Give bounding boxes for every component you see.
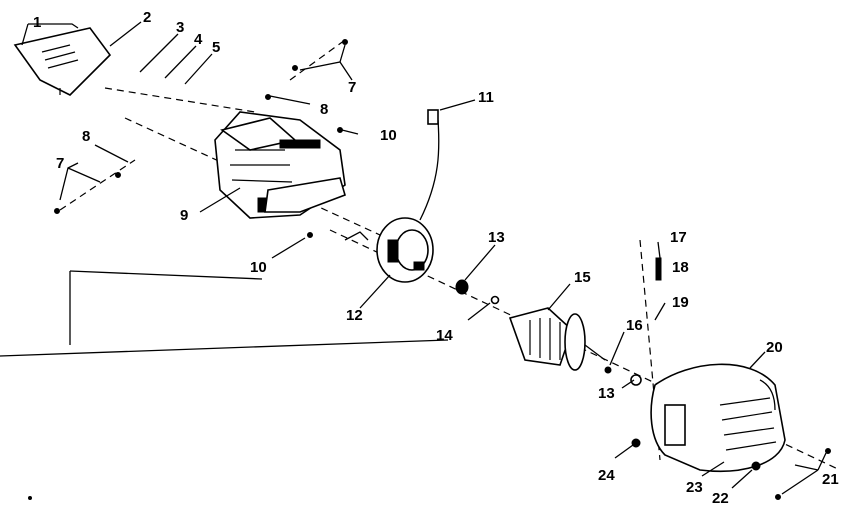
stator-part (344, 109, 440, 283)
callout-19: 19 (672, 294, 689, 311)
armature-part (455, 279, 606, 371)
callout-13a: 13 (488, 229, 505, 246)
callout-7b: 7 (56, 155, 64, 172)
callout-20: 20 (766, 339, 783, 356)
bracket-part (13, 27, 112, 96)
callout-10b: 10 (250, 259, 267, 276)
callout-13b: 13 (598, 385, 615, 402)
callout-3: 3 (176, 19, 184, 36)
callout-12: 12 (346, 307, 363, 324)
callout-21: 21 (822, 471, 839, 488)
callout-8b: 8 (82, 128, 90, 145)
callout-2: 2 (143, 9, 151, 26)
callout-10a: 10 (380, 127, 397, 144)
callout-7a: 7 (348, 79, 356, 96)
callout-4: 4 (194, 31, 203, 48)
callout-16: 16 (626, 317, 643, 334)
callout-11: 11 (478, 89, 494, 106)
callout-14: 14 (436, 327, 453, 344)
end-cover-part (650, 363, 786, 473)
callout-18: 18 (672, 259, 689, 276)
callout-23: 23 (686, 479, 703, 496)
callout-15: 15 (574, 269, 591, 286)
callout-22: 22 (712, 490, 729, 507)
callout-24: 24 (598, 467, 615, 484)
screw-markers (28, 39, 831, 500)
callout-1: 1 (33, 14, 41, 31)
callout-9: 9 (180, 207, 188, 224)
fastener-parts (604, 257, 662, 386)
callout-5: 5 (212, 39, 220, 56)
callout-8a: 8 (320, 101, 328, 118)
leader-lines (21, 21, 827, 495)
callout-labels: 1 2 3 4 5 7 8 10 11 8 7 9 10 12 13 14 15… (33, 9, 839, 507)
callout-17: 17 (670, 229, 687, 246)
motor-housing-part (214, 111, 346, 219)
